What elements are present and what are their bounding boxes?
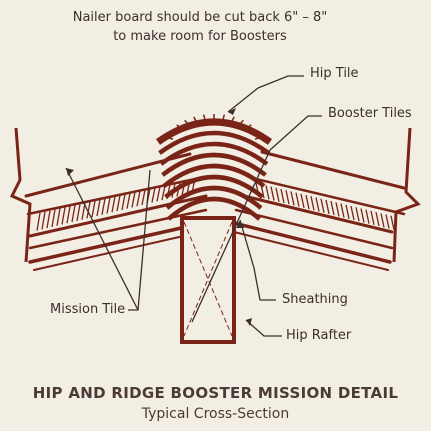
hatch-line: [340, 203, 345, 218]
diagram-subtitle: Typical Cross-Section: [141, 406, 290, 422]
hatch-line: [56, 208, 61, 226]
booster-tile-arc: [162, 163, 266, 188]
hatch-line: [380, 213, 385, 228]
mission-tile-label: Mission Tile: [50, 302, 126, 317]
hip-tile-arc: [155, 118, 273, 145]
hip-tile-tick: [202, 114, 206, 121]
hatch-line: [131, 191, 136, 208]
hatch-line: [295, 192, 300, 207]
hatch-line: [36, 212, 41, 231]
hatch-line: [121, 194, 126, 210]
hatch-line: [305, 194, 310, 210]
hip-tile-tick: [165, 136, 174, 140]
hip-rafter-label: Hip Rafter: [286, 328, 352, 343]
hatch-line: [285, 190, 290, 205]
hatch-line: [46, 210, 51, 229]
hatch-line: [290, 191, 295, 206]
booster-tiles-label: Booster Tiles: [328, 106, 412, 121]
hatch-line: [265, 185, 270, 200]
hatch-line: [270, 186, 275, 201]
hatch-line: [66, 206, 71, 224]
hip-tile-label: Hip Tile: [310, 66, 359, 81]
hatch-line: [310, 196, 315, 211]
hatch-line: [116, 195, 121, 212]
booster-tile-arc: [158, 130, 270, 155]
hatch-line: [330, 201, 335, 216]
hatch-line: [141, 189, 146, 206]
leader-arrowheads: [66, 108, 252, 326]
right-tile-hatching: [255, 182, 395, 230]
booster-tile-arc: [159, 141, 269, 166]
hatch-line: [156, 186, 161, 202]
hatch-line: [345, 204, 350, 219]
hatch-line: [106, 197, 111, 214]
right-break-line: [392, 127, 421, 263]
hip-tile-tick: [250, 129, 259, 135]
hatch-line: [385, 214, 390, 229]
booster-tile-stack: [155, 114, 273, 221]
diagram-title: HIP AND RIDGE BOOSTER MISSION DETAIL: [32, 384, 399, 402]
hatch-line: [86, 201, 91, 219]
hatch-line: [360, 208, 365, 223]
hatch-line: [390, 215, 395, 230]
hatch-line: [76, 204, 81, 221]
hip-tile-tick: [230, 116, 235, 123]
hatch-line: [370, 210, 375, 226]
hatch-line: [126, 193, 131, 209]
right-roof-slope: [225, 150, 406, 271]
hatch-line: [320, 198, 325, 213]
hip-tile-tick: [245, 124, 252, 130]
hatch-line: [51, 209, 56, 228]
hatch-line: [300, 193, 305, 209]
hatch-line: [315, 197, 320, 212]
hip-tile-tick: [184, 119, 190, 126]
hip-tile-tick: [222, 114, 226, 121]
left-break-line: [9, 127, 32, 263]
hatch-line: [325, 199, 330, 215]
booster-tile-arc: [167, 196, 261, 221]
hatch-line: [375, 211, 380, 227]
hatch-line: [111, 196, 116, 213]
hatch-line: [355, 207, 360, 222]
hatch-line: [350, 205, 355, 221]
hatch-line: [275, 187, 280, 202]
hatch-line: [91, 200, 96, 218]
hip-tile-tick: [193, 116, 198, 123]
hatch-line: [136, 190, 141, 207]
booster-tile-arc: [161, 152, 267, 177]
sheathing-label: Sheathing: [282, 292, 348, 307]
hatch-line: [41, 211, 46, 230]
hip-tile-tick: [254, 136, 263, 140]
hatch-line: [61, 207, 66, 225]
note-line-1: Nailer board should be cut back 6" – 8": [72, 10, 328, 25]
hip-tile-tick: [169, 129, 178, 135]
hatch-line: [335, 202, 340, 217]
hatch-line: [365, 209, 370, 224]
hatch-line: [101, 198, 106, 215]
note-line-2: to make room for Boosters: [113, 29, 287, 44]
leader-lines: [65, 75, 322, 337]
hatch-line: [280, 188, 285, 204]
hatch-line: [151, 187, 156, 203]
hatch-line: [161, 185, 166, 201]
booster-tile-arc: [165, 185, 263, 210]
hatch-line: [96, 199, 101, 217]
hip-rafter: [180, 216, 236, 344]
hip-tile-tick: [238, 119, 244, 126]
hatch-line: [71, 205, 76, 223]
hip-tile-tick: [176, 124, 183, 130]
